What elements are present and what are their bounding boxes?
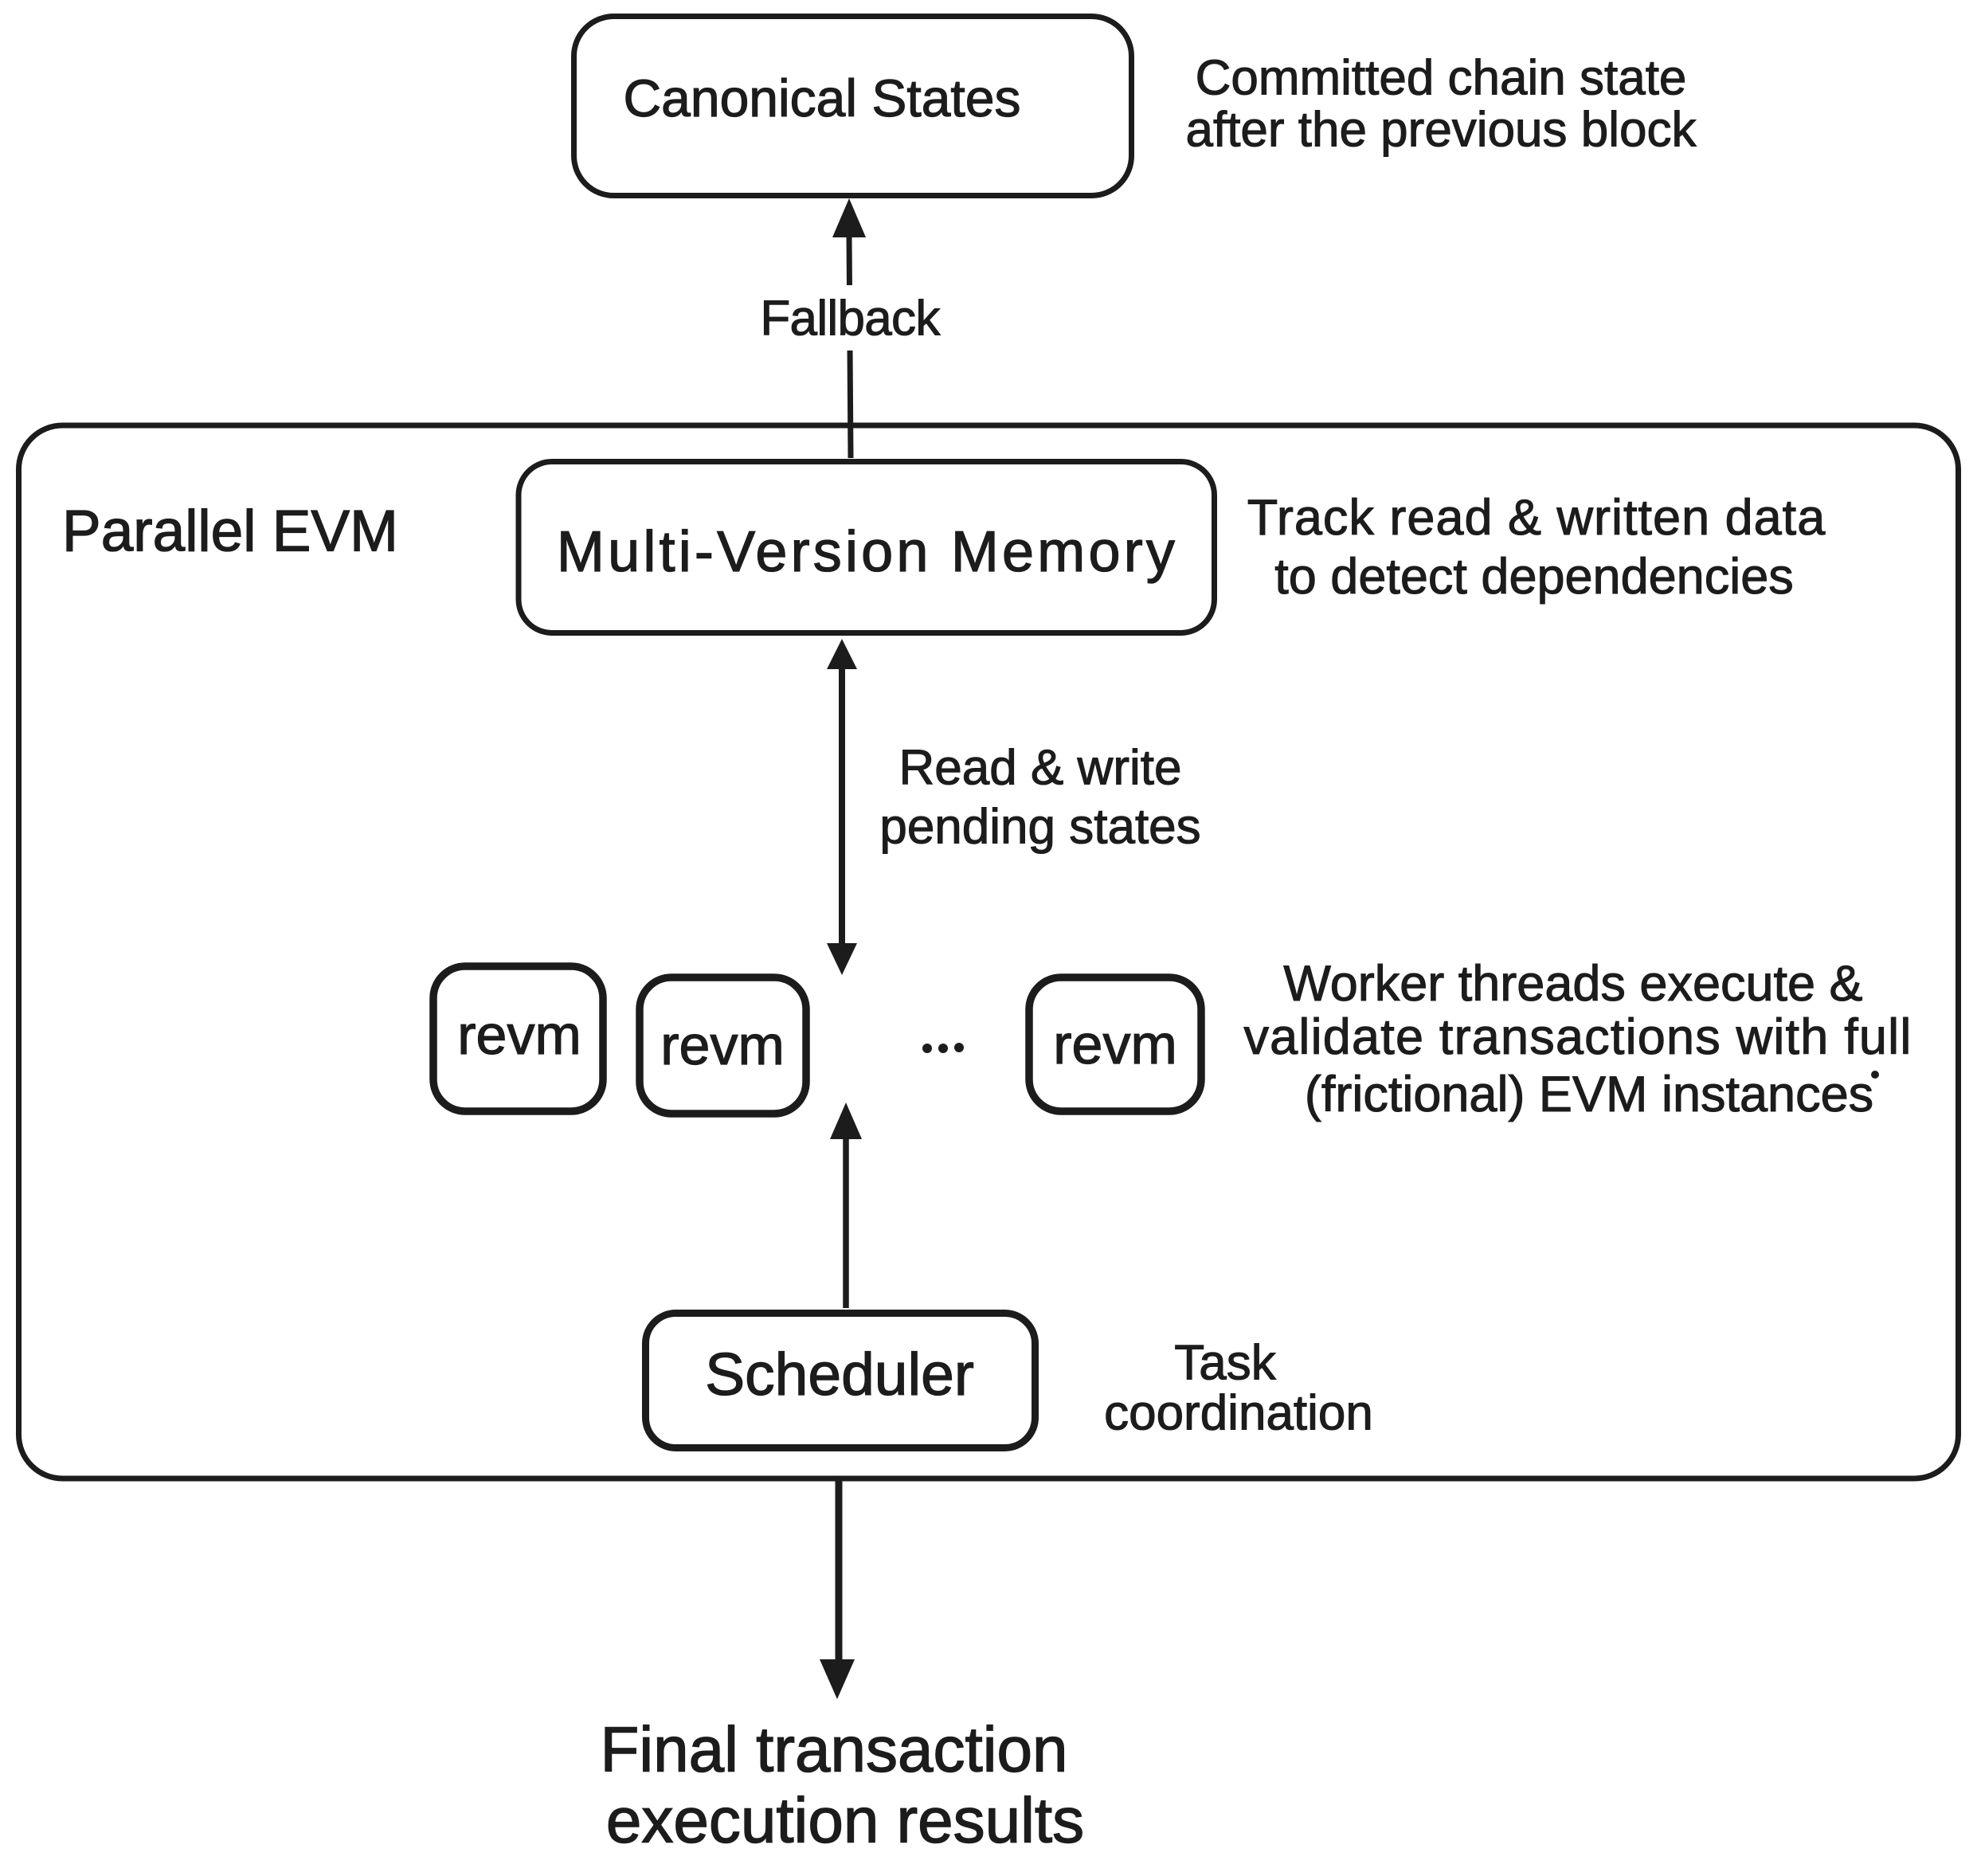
svg-text:pending states: pending states	[879, 800, 1200, 855]
svg-text:Track read & written data: Track read & written data	[1247, 490, 1826, 546]
svg-text:validate transactions with ful: validate transactions with full	[1243, 1009, 1912, 1065]
svg-text:Scheduler: Scheduler	[705, 1341, 974, 1408]
svg-text:to detect dependencies: to detect dependencies	[1274, 549, 1794, 605]
svg-text:Worker threads execute &: Worker threads execute &	[1283, 956, 1862, 1012]
svg-text:revm: revm	[660, 1014, 785, 1076]
svg-text:Canonical States: Canonical States	[624, 69, 1021, 127]
svg-text:Read & write: Read & write	[899, 741, 1182, 796]
svg-text:after the previous block: after the previous block	[1185, 103, 1697, 158]
svg-text:Fallback: Fallback	[760, 292, 941, 347]
svg-text:Parallel EVM: Parallel EVM	[62, 499, 398, 564]
svg-text:execution results: execution results	[606, 1785, 1084, 1856]
svg-text:revm: revm	[457, 1004, 581, 1066]
svg-text:Multi-Version Memory: Multi-Version Memory	[557, 520, 1178, 584]
svg-text:(frictional) EVM instances: (frictional) EVM instances	[1305, 1067, 1873, 1122]
svg-text:Committed chain state: Committed chain state	[1196, 51, 1687, 106]
svg-text:Final transaction: Final transaction	[601, 1714, 1068, 1785]
svg-text:revm: revm	[1053, 1013, 1177, 1075]
svg-text:coordination: coordination	[1104, 1386, 1373, 1441]
svg-text:Task: Task	[1174, 1336, 1276, 1391]
